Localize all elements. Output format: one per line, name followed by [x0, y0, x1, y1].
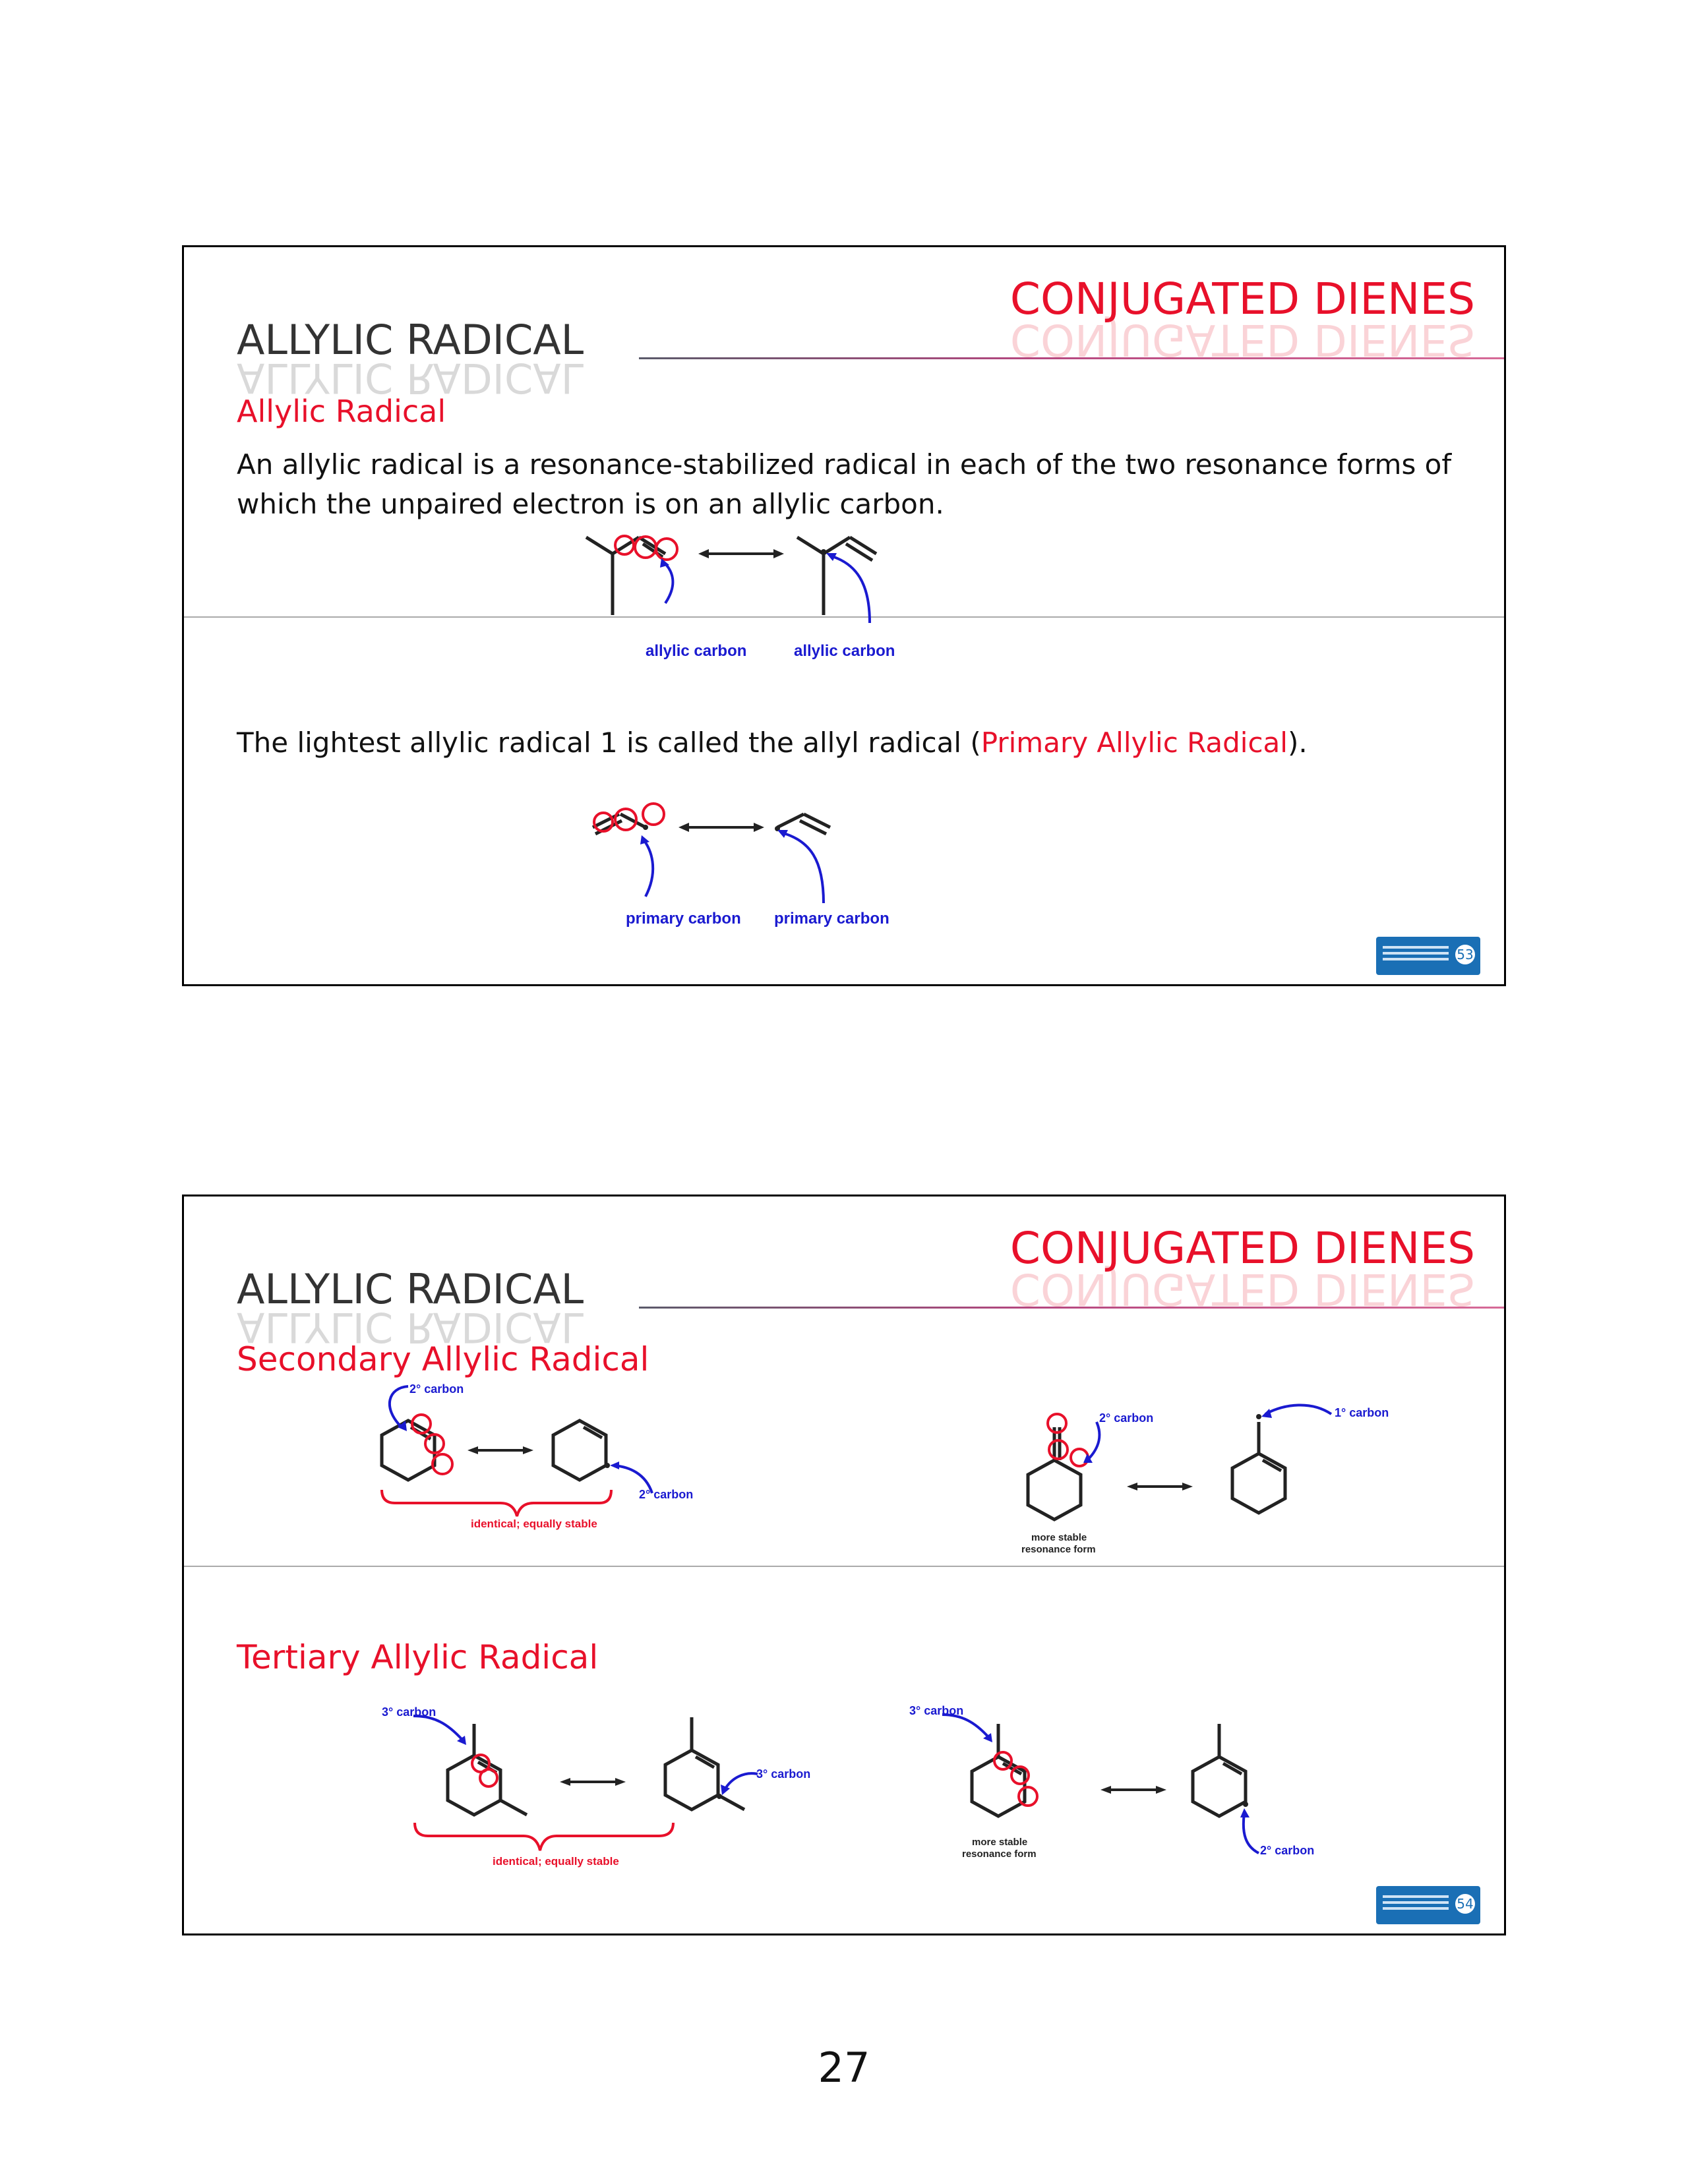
divider	[184, 1566, 1504, 1567]
primary-allylic-radical-term: Primary Allylic Radical	[980, 726, 1288, 759]
divider	[184, 616, 1504, 618]
label-allylic-carbon-right: allylic carbon	[794, 642, 895, 660]
svg-text:more stable: more stable	[1031, 1532, 1087, 1543]
svg-text:2° carbon: 2° carbon	[1260, 1844, 1314, 1857]
subtitle: Allylic Radical	[237, 394, 446, 429]
header-rule	[639, 1307, 1504, 1309]
svg-text:2° carbon: 2° carbon	[1099, 1411, 1153, 1425]
svg-text:identical; equally stable: identical; equally stable	[493, 1855, 619, 1868]
allyl-paragraph: The lightest allylic radical 1 is called…	[237, 726, 1308, 759]
definition-paragraph: An allylic radical is a resonance-stabil…	[237, 448, 1452, 520]
label-allylic-carbon-left: allylic carbon	[646, 642, 746, 660]
tertiary-left-diagram: 3° carbon 3° carbon identical; equally s…	[382, 1705, 810, 1868]
header-rule	[639, 357, 1504, 359]
slide-allylic-radical-1: CONJUGATED DIENES CONJUGATED DIENES ALLY…	[182, 245, 1506, 986]
tertiary-title: Tertiary Allylic Radical	[237, 1638, 599, 1676]
svg-text:1° carbon: 1° carbon	[1335, 1406, 1389, 1419]
section-title: ALLYLIC RADICAL ALLYLIC RADICAL	[237, 1265, 584, 1351]
header-title: CONJUGATED DIENES CONJUGATED DIENES	[1010, 1223, 1475, 1314]
allylic-resonance-diagram: allylic carbon allylic carbon	[585, 535, 895, 660]
university-logo: 54	[1376, 1886, 1480, 1924]
svg-text:2° carbon: 2° carbon	[409, 1382, 464, 1396]
allyl-radical-diagram: primary carbon primary carbon	[591, 802, 889, 928]
header-title: CONJUGATED DIENES CONJUGATED DIENES	[1010, 274, 1475, 365]
secondary-methylenecyclohexane-diagram: 2° carbon 1° carbon more stable resonanc…	[1021, 1403, 1389, 1555]
university-logo: 53	[1376, 937, 1480, 975]
slide-number-badge: 54	[1455, 1894, 1475, 1914]
tertiary-right-diagram: 3° carbon 2° carbon more stable resonanc…	[909, 1704, 1314, 1860]
slide-allylic-radical-2: CONJUGATED DIENES CONJUGATED DIENES ALLY…	[182, 1195, 1506, 1935]
svg-text:resonance form: resonance form	[1021, 1544, 1096, 1555]
secondary-title: Secondary Allylic Radical	[237, 1340, 649, 1378]
slide-number-badge: 53	[1455, 945, 1475, 964]
section-title: ALLYLIC RADICAL ALLYLIC RADICAL	[237, 316, 584, 402]
svg-text:2° carbon: 2° carbon	[639, 1488, 693, 1501]
label-primary-carbon-left: primary carbon	[626, 910, 741, 928]
svg-text:resonance form: resonance form	[962, 1848, 1037, 1860]
label-primary-carbon-right: primary carbon	[774, 910, 889, 928]
svg-text:3° carbon: 3° carbon	[756, 1767, 810, 1781]
svg-text:identical; equally stable: identical; equally stable	[471, 1518, 597, 1530]
secondary-cyclohexenyl-diagram: 2° carbon 2° carbon identical; equally s…	[380, 1382, 693, 1530]
svg-text:more stable: more stable	[972, 1837, 1027, 1848]
page-number: 27	[818, 2044, 870, 2092]
